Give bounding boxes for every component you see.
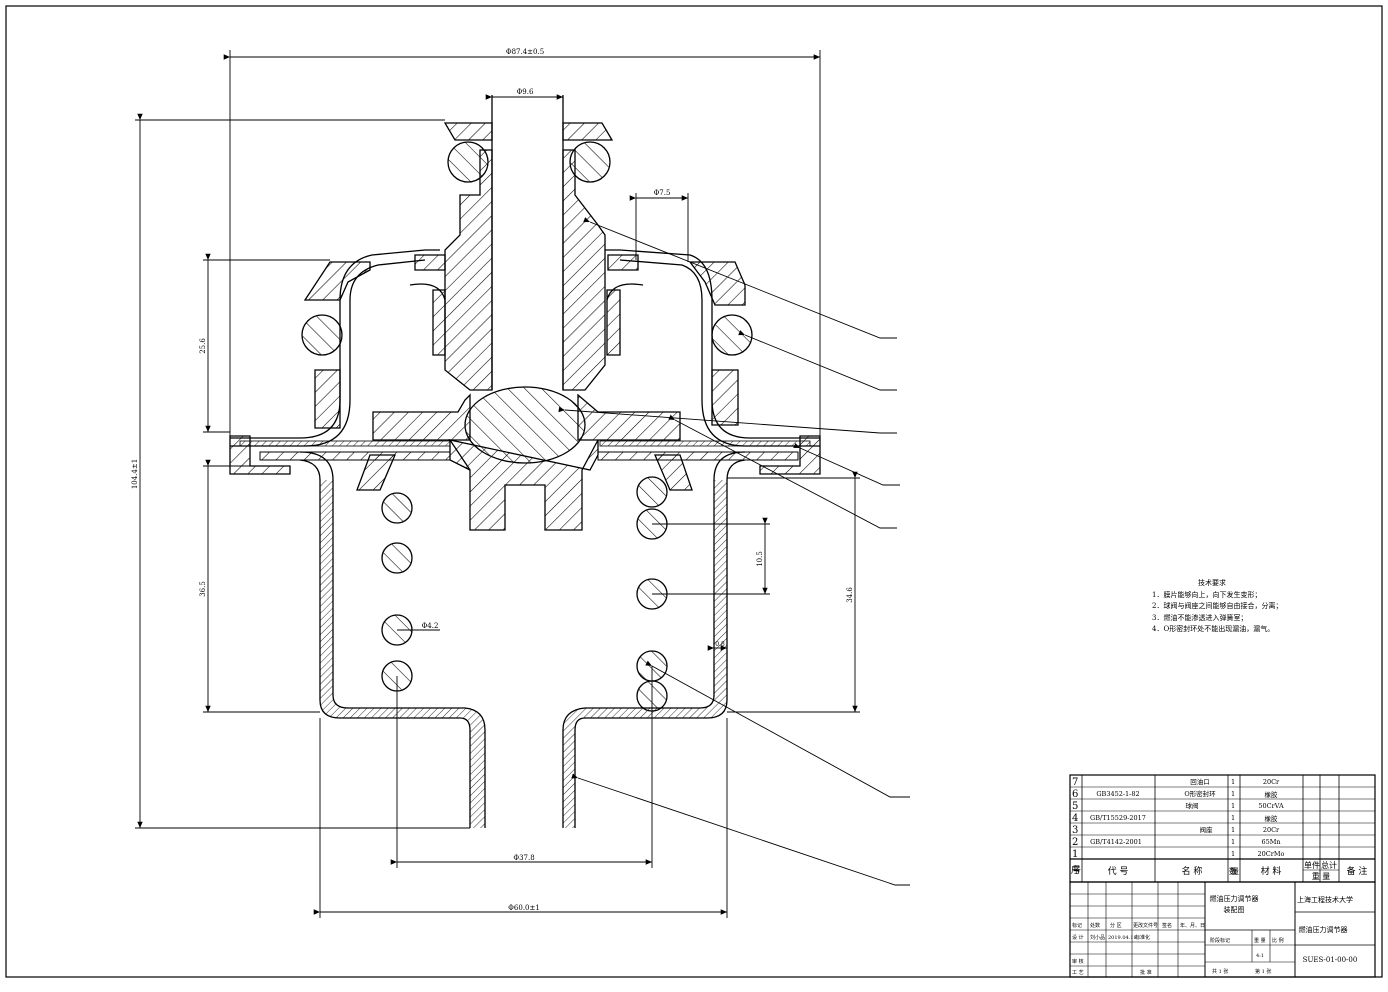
drawing-no: SUES-01-00-00 xyxy=(1303,956,1358,964)
label-standard: 标准化 xyxy=(1135,934,1150,941)
dim-wall: 0.8 xyxy=(715,641,725,648)
bom-code: GB/T15529-2017 xyxy=(1090,814,1146,822)
label-design: 设 计 xyxy=(1072,934,1084,941)
title-block-texts: 燃油压力调节器 装配图 上海工程技术大学 燃油压力调节器 SUES-01-00-… xyxy=(1072,894,1357,976)
bom-material: 65Mn xyxy=(1261,838,1280,846)
dim-lower-height: 36.5 xyxy=(199,581,207,597)
dim-bottom-width: Φ60.0±1 xyxy=(508,904,540,912)
bom-qty: 1 xyxy=(1231,790,1235,798)
label-change-doc: 更改文件号 xyxy=(1133,922,1158,929)
bom-no: 6 xyxy=(1072,789,1078,800)
tech-req-item: 2．球阀与阀座之间能够自由接合，分离； xyxy=(1152,602,1283,610)
drawing-name: 燃油压力调节器 xyxy=(1210,894,1259,903)
scale-value: 4:1 xyxy=(1256,953,1264,959)
regulator-section xyxy=(229,95,821,828)
bom-header-remark: 备 注 xyxy=(1347,865,1368,877)
bom-header-name: 名 称 xyxy=(1182,865,1203,877)
label-weight: 重 量 xyxy=(1254,937,1266,944)
dim-small-dia: Φ7.5 xyxy=(654,189,671,197)
label-zone: 分 区 xyxy=(1110,922,1122,929)
dim-spring-height: 34.6 xyxy=(846,587,854,603)
bom-header-code: 代 号 xyxy=(1108,866,1129,877)
dimension-lines xyxy=(135,50,860,918)
technical-requirements: 技术要求 1．膜片能够向上，向下发生变形； 2．球阀与阀座之间能够自由接合，分离… xyxy=(1152,578,1352,636)
bom-material: 20Cr xyxy=(1263,826,1280,834)
bom-qty: 1 xyxy=(1231,838,1235,846)
bom-code: GB/T4142-2001 xyxy=(1090,838,1142,846)
bom-material: 橡胶 xyxy=(1265,790,1279,799)
bom-name: 回油口 xyxy=(1190,777,1210,786)
label-sheet-no: 第 1 张 xyxy=(1255,968,1271,975)
bom-no: 2 xyxy=(1072,837,1078,848)
bom-qty: 1 xyxy=(1231,778,1235,786)
label-process: 工 艺 xyxy=(1072,970,1084,976)
bom-header-unit: 单件 xyxy=(1304,860,1320,870)
bom-material: 20Cr xyxy=(1263,778,1280,786)
dim-stem-dia: Φ9.6 xyxy=(517,88,534,96)
label-mark: 标记 xyxy=(1072,922,1082,929)
dim-upper-height: 25.6 xyxy=(199,338,207,354)
bom-qty: 1 xyxy=(1231,814,1235,822)
label-approve: 批 准 xyxy=(1140,969,1152,976)
bom-no: 5 xyxy=(1072,801,1078,812)
sheet-border xyxy=(5,5,1383,978)
bom-material: 橡胶 xyxy=(1265,814,1279,823)
bom-qty: 1 xyxy=(1231,826,1235,834)
bom-qty: 1 xyxy=(1231,850,1235,858)
dim-top-width: Φ87.4±0.5 xyxy=(506,48,544,56)
tech-req-item: 1．膜片能够向上，向下发生变形； xyxy=(1152,590,1262,599)
tech-req-title: 技术要求 xyxy=(1198,579,1226,587)
label-total-sheets: 共 1 张 xyxy=(1212,968,1228,975)
label-sign: 签名 xyxy=(1162,922,1172,929)
bom-no: 1 xyxy=(1072,849,1078,860)
leader-lines xyxy=(558,217,910,886)
label-count: 处数 xyxy=(1090,922,1100,929)
bom-header-no: 序号 xyxy=(1071,864,1081,876)
bom-no: 3 xyxy=(1072,825,1078,836)
bom-header-total: 总计 xyxy=(1321,860,1337,870)
bom-no: 7 xyxy=(1072,777,1078,788)
bom-name: O形密封环 xyxy=(1184,789,1216,798)
dim-spring-outer: Φ37.8 xyxy=(513,854,534,862)
label-stage: 阶段标记 xyxy=(1210,937,1230,944)
design-date: 2019.04.18 xyxy=(1108,935,1137,941)
bom-qty: 1 xyxy=(1231,802,1235,810)
drawing-type: 装配图 xyxy=(1224,905,1245,914)
bom-name: 阀座 xyxy=(1200,825,1214,834)
title-block xyxy=(1069,881,1376,978)
bom-texts: 7 回油口 1 20Cr 6 GB3452-1-82 O形密封环 1 橡胶 5 … xyxy=(1071,777,1367,881)
tech-req-item: 3．燃油不能渗透进入弹簧室； xyxy=(1152,613,1248,622)
dim-wire-dia: Φ4.2 xyxy=(422,622,439,630)
product-name: 燃油压力调节器 xyxy=(1299,925,1348,934)
dim-pitch: 10.5 xyxy=(756,551,764,567)
bom-name: 球阀 xyxy=(1186,801,1199,810)
school-name: 上海工程技术大学 xyxy=(1297,895,1353,904)
tech-req-item: 4．O形密封环处不能出现漏油，漏气。 xyxy=(1152,625,1275,633)
bom-material: 20CrMo xyxy=(1258,850,1285,858)
label-date: 年、月、日 xyxy=(1180,922,1205,929)
bom-code: GB3452-1-82 xyxy=(1096,790,1139,798)
bom-no: 4 xyxy=(1072,813,1078,824)
bom-material: 50CrVA xyxy=(1258,802,1284,810)
bom-header-material: 材 料 xyxy=(1261,865,1282,877)
designer-name: 刘小品 xyxy=(1090,934,1105,941)
dimension-texts: Φ87.4±0.5 Φ9.6 Φ7.5 104.4±1 25.6 36.5 34… xyxy=(131,48,854,912)
label-ratio: 比 例 xyxy=(1272,937,1284,944)
bom-header-qty: 数量 xyxy=(1229,866,1239,876)
dim-total-height: 104.4±1 xyxy=(131,459,139,489)
label-review: 审 核 xyxy=(1072,958,1084,965)
bom-header-weight: 重 量 xyxy=(1312,871,1331,881)
